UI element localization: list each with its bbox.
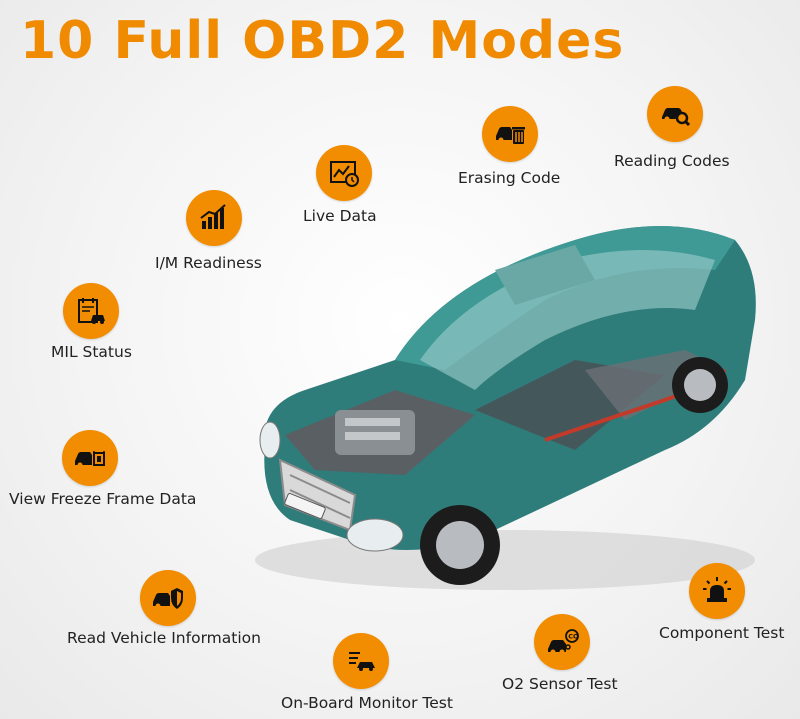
mode-label: Erasing Code [458,169,561,187]
mode-label: MIL Status [51,343,132,361]
mode-label: Component Test [659,624,785,642]
bar-chart-icon [186,190,242,246]
mode-label: O2 Sensor Test [502,675,618,693]
car-search-icon [647,86,703,142]
svg-text:CO: CO [568,633,579,641]
car-trash-icon [482,106,538,162]
mode-label: Live Data [303,207,377,225]
car-list-icon [333,633,389,689]
siren-icon [689,563,745,619]
page-title: 10 Full OBD2 Modes [20,11,625,71]
calendar-car-icon [63,283,119,339]
mode-label: I/M Readiness [155,254,262,272]
mode-label: On-Board Monitor Test [281,694,453,712]
mode-label: Reading Codes [614,152,730,170]
mode-label: View Freeze Frame Data [9,490,197,508]
car-shield-icon [140,570,196,626]
chart-clock-icon [316,145,372,201]
car-illustration [255,226,756,590]
car-chip-icon [62,430,118,486]
mode-label: Read Vehicle Information [67,629,261,647]
car-co2-icon: CO [534,614,590,670]
